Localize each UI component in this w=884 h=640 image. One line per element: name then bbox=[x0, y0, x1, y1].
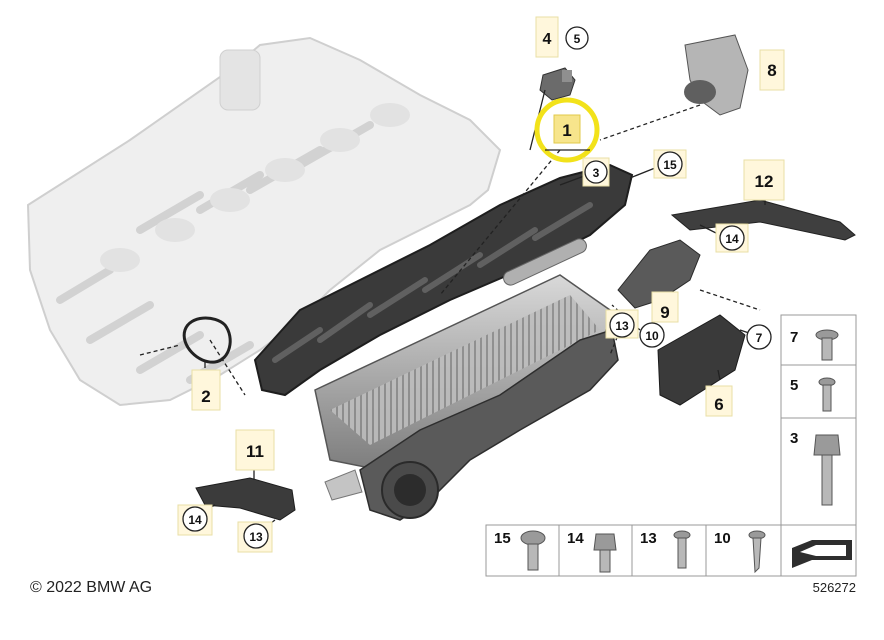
legend-item-10: 10 bbox=[714, 530, 731, 547]
control-unit-6 bbox=[657, 314, 746, 406]
callout-7: 7 bbox=[756, 331, 763, 345]
box-callout-6: 6 bbox=[705, 385, 733, 417]
circle-callout-15: 15 bbox=[653, 149, 687, 179]
direction-arrow-icon bbox=[792, 540, 852, 568]
callout-11: 11 bbox=[246, 442, 264, 461]
screw-icon-14 bbox=[593, 533, 617, 573]
support-bracket-12 bbox=[670, 199, 856, 241]
box-callout-11: 11 bbox=[235, 429, 275, 471]
callout-9: 9 bbox=[660, 303, 669, 322]
bolt-icon-3 bbox=[813, 434, 841, 506]
callout-10: 10 bbox=[645, 329, 659, 343]
callout-2: 2 bbox=[201, 387, 210, 406]
control-valve bbox=[684, 34, 749, 116]
screw-icon-15 bbox=[520, 530, 546, 571]
copyright-text: © 2022 BMW AG bbox=[30, 579, 152, 596]
callout-14-lower: 14 bbox=[188, 513, 202, 527]
legend-item-5: 5 bbox=[790, 377, 798, 394]
fastener-legend-right: 7 5 3 bbox=[780, 314, 857, 526]
actuator-9 bbox=[617, 239, 701, 309]
cylinder-head-ghost bbox=[26, 36, 502, 407]
circle-callout-3: 3 bbox=[582, 157, 610, 187]
circle-callout-13a: 13 bbox=[605, 309, 639, 339]
intake-runners bbox=[253, 163, 634, 397]
callout-8: 8 bbox=[767, 61, 776, 80]
intake-plenum bbox=[324, 329, 619, 521]
callout-6: 6 bbox=[714, 395, 723, 414]
circle-callout-14b: 14 bbox=[177, 504, 213, 536]
screw-icon-13 bbox=[673, 530, 691, 569]
callout-13-upper: 13 bbox=[615, 319, 629, 333]
callout-15: 15 bbox=[663, 158, 677, 172]
gasket-ring bbox=[182, 316, 232, 364]
box-callout-9: 9 bbox=[651, 291, 679, 323]
box-callout-12: 12 bbox=[743, 159, 785, 201]
circle-callout-5: 5 bbox=[565, 26, 589, 50]
legend-item-14: 14 bbox=[567, 530, 584, 547]
legend-item-3: 3 bbox=[790, 430, 798, 447]
legend-item-7: 7 bbox=[790, 329, 798, 346]
screw-icon-7 bbox=[815, 329, 839, 361]
circle-callout-7: 7 bbox=[746, 324, 772, 350]
part-1-highlight: 1 bbox=[534, 97, 600, 163]
box-callout-8: 8 bbox=[759, 49, 785, 91]
callout-14-upper: 14 bbox=[725, 232, 739, 246]
callout-3: 3 bbox=[593, 166, 600, 180]
callout-12: 12 bbox=[755, 172, 774, 191]
callout-4: 4 bbox=[543, 31, 552, 48]
diagram-id: 526272 bbox=[813, 580, 856, 595]
legend-item-15: 15 bbox=[494, 530, 511, 547]
circle-callout-13b: 13 bbox=[237, 521, 273, 553]
callout-1: 1 bbox=[562, 121, 571, 140]
box-callout-4: 4 bbox=[535, 16, 559, 58]
callout-13-lower: 13 bbox=[249, 530, 263, 544]
pressure-sensor bbox=[539, 67, 576, 101]
circle-callout-10: 10 bbox=[639, 322, 665, 348]
callout-5: 5 bbox=[574, 32, 581, 46]
screw-icon-5 bbox=[818, 377, 836, 412]
circle-callout-14a: 14 bbox=[715, 223, 749, 253]
screw-icon-10 bbox=[748, 530, 766, 574]
fastener-legend-bottom: 15 14 13 10 bbox=[485, 524, 857, 577]
box-callout-2: 2 bbox=[191, 369, 221, 411]
legend-item-13: 13 bbox=[640, 530, 657, 547]
